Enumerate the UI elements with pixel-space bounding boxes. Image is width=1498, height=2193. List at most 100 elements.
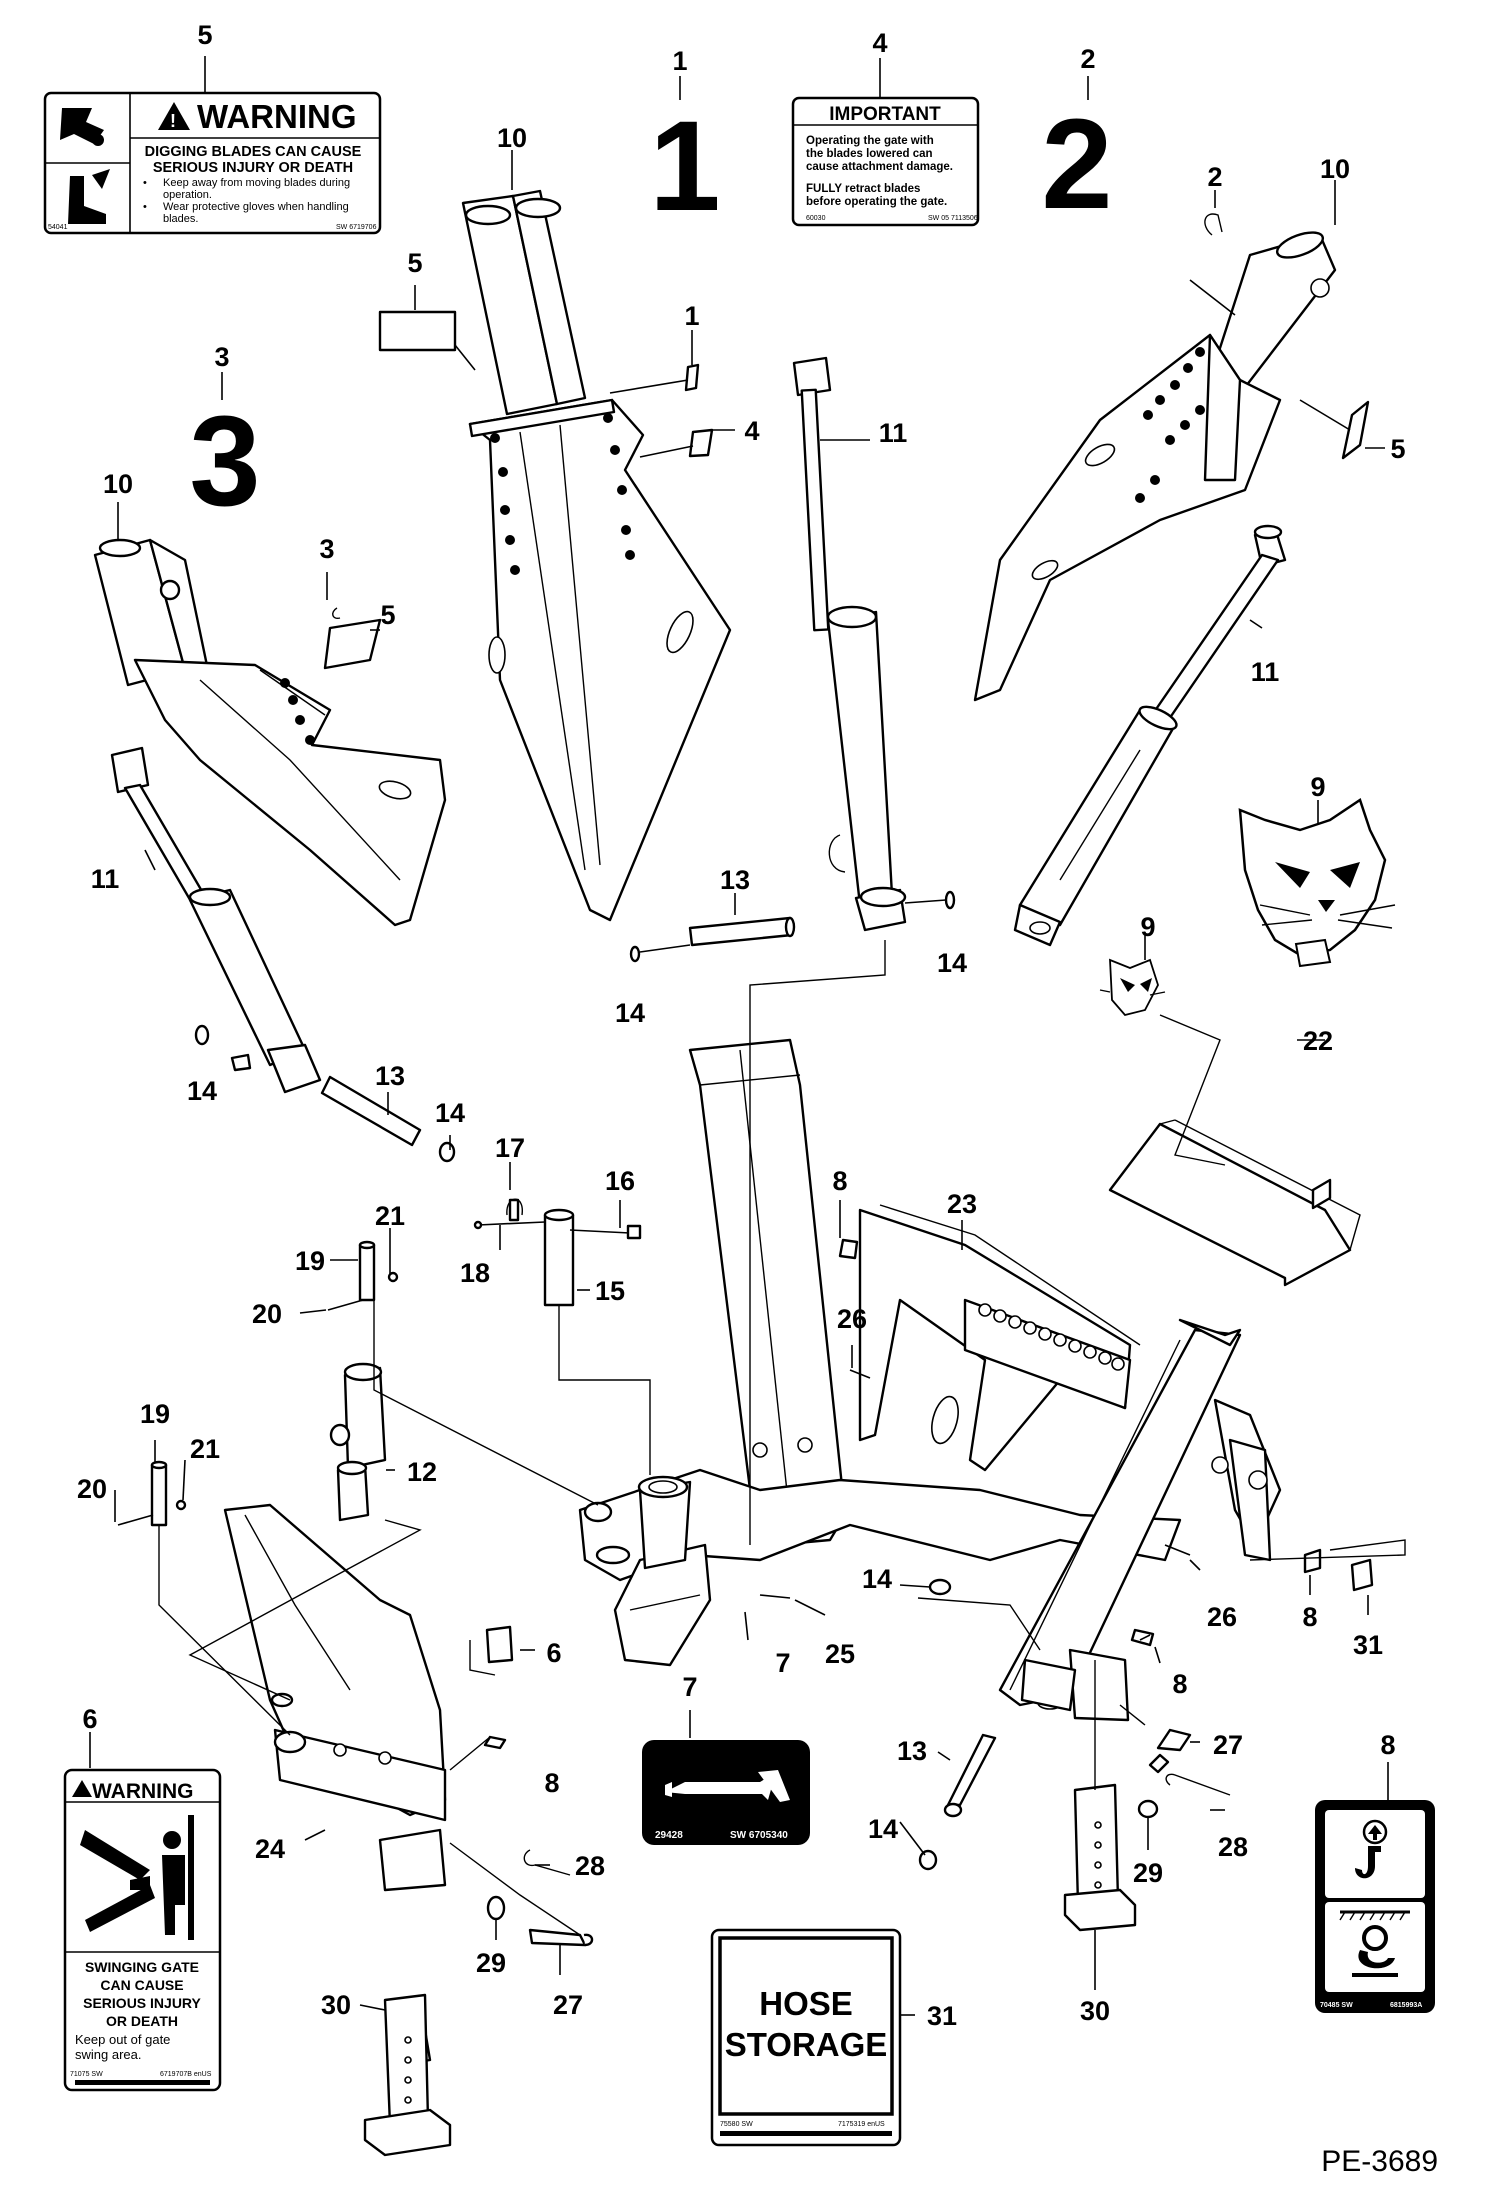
- callout-8: 8: [544, 1768, 559, 1798]
- grease-code-right: SW 6705340: [730, 1830, 788, 1841]
- callout-20: 20: [252, 1299, 282, 1329]
- tie-down-icon: [1339, 1910, 1410, 1977]
- callout-16: 16: [605, 1166, 635, 1196]
- gate-warning-line3: SERIOUS INJURY: [83, 1995, 201, 2011]
- callout-22: 22: [1303, 1026, 1333, 1056]
- lift-code-left: 70485 SW: [1320, 2002, 1353, 2009]
- bushing-6: [485, 1625, 514, 1664]
- svg-text:•: •: [143, 201, 147, 213]
- callout-14: 14: [187, 1076, 217, 1106]
- decal-8-placement-b: [1303, 1548, 1322, 1574]
- bolt-16: [569, 1224, 642, 1240]
- callout-14: 14: [868, 1814, 898, 1844]
- blade-1-bolts: [490, 413, 635, 575]
- callout-17: 17: [495, 1133, 525, 1163]
- callout-10: 10: [1320, 154, 1350, 184]
- bobcat-logo-large-icon: [1238, 798, 1396, 968]
- svg-text:!: !: [170, 111, 176, 131]
- callout-30: 30: [1080, 1996, 1110, 2026]
- gate-warning-line4: OR DEATH: [106, 2013, 178, 2029]
- bolt-26-right: [1164, 1544, 1191, 1556]
- gate-warning-title: WARNING: [92, 1780, 194, 1803]
- callout-2: 2: [1207, 162, 1222, 192]
- callout-8: 8: [1172, 1669, 1187, 1699]
- frame-23-bolt-row: [978, 1303, 1125, 1371]
- callout-4: 4: [744, 416, 759, 446]
- gate-warning-code-left: 71075 SW: [70, 2071, 103, 2078]
- hand-injury-icon: [60, 108, 104, 146]
- figure-reference: PE-3689: [1321, 2145, 1438, 2178]
- callout-8: 8: [832, 1166, 847, 1196]
- pin-27-left: [528, 1928, 594, 1947]
- decal-8-placement-d: [838, 1238, 859, 1260]
- callout-6: 6: [82, 1704, 97, 1734]
- important-line3: cause attachment damage.: [806, 161, 953, 173]
- gate-warning-line1: SWINGING GATE: [85, 1959, 199, 1975]
- gate-warning-code-right: 6719707B enUS: [160, 2071, 212, 2078]
- callout-5: 5: [1390, 434, 1405, 464]
- callout-2: 2: [1080, 44, 1095, 74]
- callout-27: 27: [553, 1990, 583, 2020]
- callout-24: 24: [255, 1834, 285, 1864]
- warning-bullet1b: operation.: [163, 189, 212, 201]
- decal-5-placement-c: [1341, 400, 1370, 460]
- callout-29: 29: [1133, 1858, 1163, 1888]
- gate-post-12: [329, 1362, 387, 1522]
- callout-28: 28: [575, 1851, 605, 1881]
- grease-point-decal: 29428 SW 6705340: [642, 1740, 810, 1845]
- warning-title: WARNING: [197, 98, 357, 135]
- nut-21-lower: [175, 1499, 187, 1511]
- warning-triangle-small-icon: [72, 1780, 92, 1797]
- decal-8-placement-a: [483, 1735, 507, 1750]
- pin-13-center: [629, 890, 956, 963]
- callout-14: 14: [615, 998, 645, 1028]
- cylinder-11-center: [792, 356, 907, 932]
- pin-15: [543, 1208, 575, 1307]
- decal-2-clip: [1204, 213, 1223, 236]
- grease-code-left: 29428: [655, 1830, 683, 1841]
- washer-14-left: [629, 945, 641, 963]
- callout-28: 28: [1218, 1832, 1248, 1862]
- decal-4-placement: [688, 428, 714, 458]
- callout-7: 7: [682, 1672, 697, 1702]
- callout-8: 8: [1380, 1730, 1395, 1760]
- important-line4: FULLY retract blades: [806, 183, 920, 195]
- washer-29-left: [486, 1895, 506, 1921]
- crush-hazard-icon: [75, 1815, 210, 1940]
- callout-15: 15: [595, 1276, 625, 1306]
- callout-30: 30: [321, 1990, 351, 2020]
- hose-barcode: [720, 2131, 892, 2136]
- cylinder-11-left: [110, 746, 322, 1094]
- stand-30-left: [363, 1993, 452, 2157]
- decal-5-placement-b: [323, 618, 382, 670]
- foot-injury-icon: [68, 169, 110, 224]
- warning-bullet2b: blades.: [163, 213, 198, 225]
- callout-12: 12: [407, 1457, 437, 1487]
- washer-14-right: [944, 890, 956, 910]
- pin-27-right: [1148, 1728, 1192, 1774]
- callout-26: 26: [837, 1304, 867, 1334]
- lift-point-decal: 70485 SW 6815993A: [1315, 1800, 1435, 2013]
- warning-digging-decal: ! WARNING DIGGING BLADES CAN CAUSE SERIO…: [43, 91, 382, 235]
- callout-19: 19: [140, 1399, 170, 1429]
- callout-5: 5: [197, 20, 212, 50]
- callout-leaders: [89, 56, 1389, 2016]
- important-title: IMPORTANT: [829, 104, 941, 125]
- callout-18: 18: [460, 1258, 490, 1288]
- warning-bullet1a: Keep away from moving blades during: [163, 177, 350, 189]
- barcode: [75, 2080, 210, 2085]
- important-decal: IMPORTANT Operating the gate with the bl…: [791, 96, 980, 227]
- callout-31: 31: [1353, 1630, 1383, 1660]
- callout-21: 21: [190, 1434, 220, 1464]
- decal-31-placement: [1350, 1558, 1374, 1592]
- clip-28-right: [1165, 1773, 1231, 1796]
- callout-10: 10: [103, 469, 133, 499]
- callout-13: 13: [720, 865, 750, 895]
- hose-code-right: 7175319 enUS: [838, 2121, 885, 2128]
- gate-warning-line2: CAN CAUSE: [100, 1977, 183, 1993]
- important-line1: Operating the gate with: [806, 135, 934, 147]
- warning-triangle-icon: !: [158, 102, 190, 131]
- callout-11: 11: [879, 418, 908, 448]
- washer-14-e: [928, 1578, 952, 1596]
